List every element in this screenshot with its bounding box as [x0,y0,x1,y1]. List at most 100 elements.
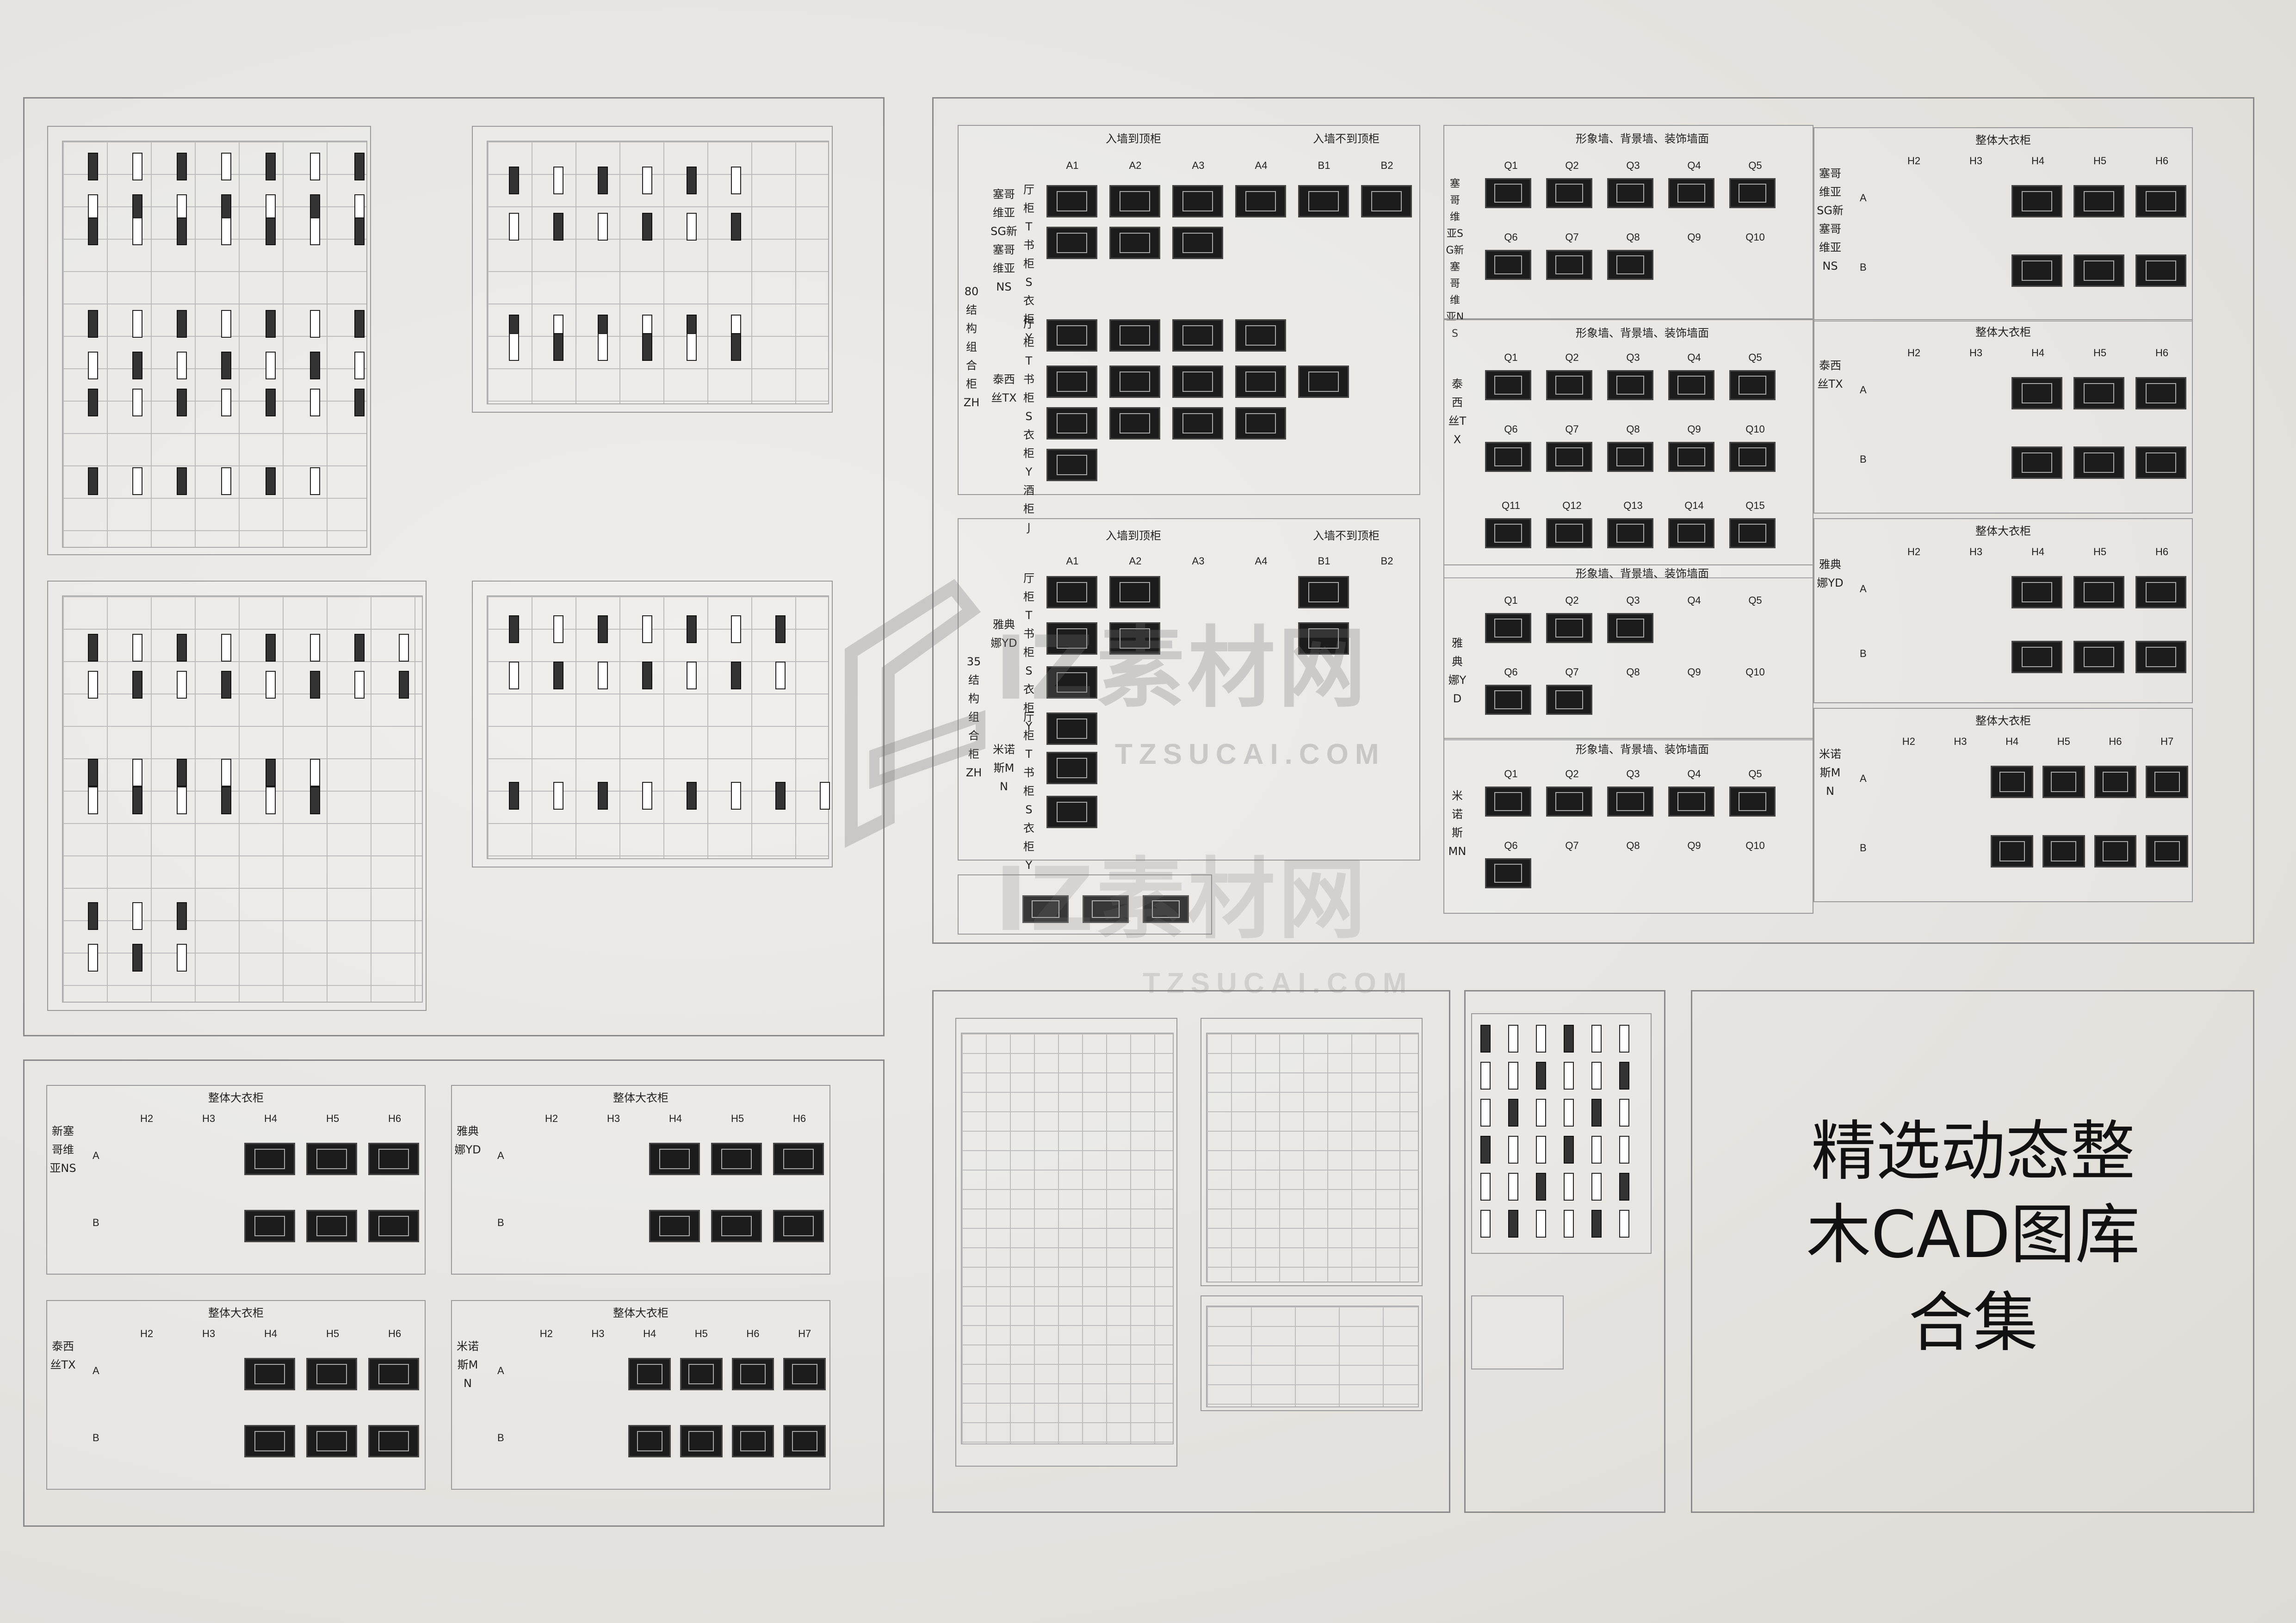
column-header: B1 [1318,160,1331,171]
watermark-logo-icon [833,578,986,856]
cabinet-thumbnail-icon [266,634,276,662]
panel-bottom-left [23,1059,885,1527]
header-inwall-not-top: 入墙不到顶柜 [1313,132,1380,145]
row-header: A [497,1150,504,1161]
cabinet-thumbnail-icon [221,467,231,495]
cabinet-elevation-icon [1361,185,1412,217]
detail-drawing-icon [1508,1025,1518,1053]
sheet-yd [472,126,833,413]
wardrobe-header: 整体大衣柜 [613,1091,668,1104]
column-header: H3 [1969,347,1983,359]
wardrobe-elevation-icon [2011,446,2062,479]
column-header: B2 [1380,555,1393,567]
cabinet-thumbnail-icon [642,662,652,689]
sheet-list-1 [955,1018,1177,1467]
cabinet-elevation-icon [1046,752,1097,784]
column-header: Q2 [1565,595,1579,606]
column-header: H4 [2031,155,2045,167]
cabinet-thumbnail-icon [132,902,142,930]
cabinet-thumbnail-icon [354,352,365,379]
column-header: Q8 [1626,840,1640,851]
wardrobe-header: 整体大衣柜 [1975,525,2031,538]
cabinet-thumbnail-icon [221,352,231,379]
wall-elevation-icon [1546,685,1592,715]
column-header: Q10 [1745,666,1765,678]
cabinet-thumbnail-icon [266,352,276,379]
column-header: Q12 [1562,500,1582,511]
cabinet-elevation-icon [1298,185,1349,217]
cabinet-thumbnail-icon [731,213,741,241]
wall-elevation-icon [1729,442,1776,472]
wardrobe-elevation-icon [306,1210,357,1242]
header-inwall-top-2: 入墙到顶柜 [1106,529,1161,542]
detail-drawing-icon [1508,1062,1518,1090]
wall-elevation-icon [1546,518,1592,548]
cabinet-thumbnail-icon [553,615,563,643]
column-header: B2 [1380,160,1393,171]
cabinet-thumbnail-icon [177,467,187,495]
cabinet-thumbnail-icon [266,467,276,495]
column-header: H3 [591,1328,605,1339]
panel-brand [1691,990,2254,1513]
column-header: H3 [1969,546,1983,558]
cabinet-thumbnail-icon [598,782,608,810]
wall-elevation-icon [1607,178,1653,208]
detail-drawing-icon [1619,1099,1629,1127]
column-header: H6 [388,1113,402,1124]
cabinet-elevation-icon [1083,895,1129,923]
detail-drawing-icon [1536,1210,1546,1238]
wardrobe-header: 整体大衣柜 [1975,326,2031,339]
cabinet-thumbnail-icon [731,333,741,361]
cabinet-elevation-icon [1046,796,1097,828]
header-image-wall-2: 形象墙、背景墙、装饰墙面 [1576,327,1709,340]
wardrobe-table [46,1085,426,1275]
wardrobe-elevation-icon [628,1358,671,1390]
label-80zh: 80结构组合柜ZH [963,285,980,409]
column-header: A4 [1255,160,1268,171]
cabinet-thumbnail-icon [775,662,786,689]
column-header: H5 [2057,736,2070,747]
column-header: A3 [1192,555,1205,567]
detail-drawing-icon [1536,1136,1546,1164]
cabinet-thumbnail-icon [354,310,365,338]
wardrobe-elevation-icon [2073,641,2124,673]
cabinet-thumbnail-icon [354,389,365,416]
cabinet-thumbnail-icon [221,153,231,180]
wardrobe-table [451,1300,830,1490]
cabinet-elevation-icon [1046,666,1097,699]
column-header: H2 [1902,736,1915,747]
column-header: H2 [1907,155,1921,167]
wardrobe-series-label: 新塞哥维亚NS [50,1125,76,1175]
wardrobe-header: 整体大衣柜 [208,1307,264,1319]
detail-drawing-icon [1564,1173,1574,1201]
detail-drawing-icon [1591,1136,1602,1164]
column-header: H6 [2155,347,2169,359]
wardrobe-elevation-icon [783,1425,826,1457]
wall-elevation-icon [1546,613,1592,643]
table-35zh [958,518,1420,861]
cabinet-thumbnail-icon [177,759,187,787]
column-header: A1 [1066,555,1079,567]
column-header: B1 [1318,555,1331,567]
column-header: Q9 [1687,666,1701,678]
cabinet-thumbnail-icon [221,634,231,662]
cabinet-thumbnail-icon [509,213,519,241]
column-header: Q2 [1565,768,1579,780]
wall-elevation-icon [1546,250,1592,280]
cabinet-thumbnail-icon [731,167,741,194]
detail-drawing-icon [1619,1173,1629,1201]
column-header: Q8 [1626,423,1640,435]
cabinet-thumbnail-icon [132,153,142,180]
detail-drawing-icon [1619,1025,1629,1053]
wardrobe-elevation-icon [773,1143,824,1175]
column-header: Q1 [1504,768,1518,780]
cabinet-thumbnail-icon [266,217,276,245]
wardrobe-elevation-icon [628,1425,671,1457]
wardrobe-elevation-icon [368,1143,419,1175]
sheet-list-2 [1201,1018,1423,1286]
watermark-text: IZ素材网 [995,617,1369,719]
wall-elevation-icon [1729,370,1776,400]
column-header: H4 [643,1328,656,1339]
detail-drawing-icon [1591,1210,1602,1238]
column-header: Q1 [1504,595,1518,606]
